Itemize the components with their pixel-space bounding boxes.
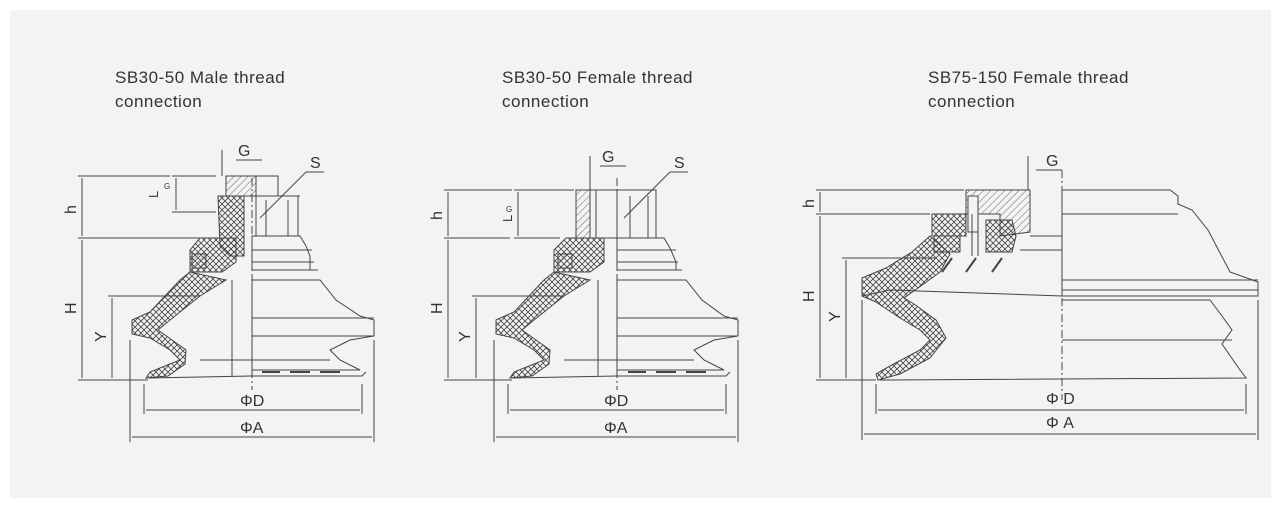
label-H: H (429, 302, 446, 314)
label-S: S (674, 155, 685, 172)
label-Y: Y (827, 311, 844, 322)
label-A: ΦA (604, 420, 628, 437)
label-LG: L (146, 191, 161, 198)
label-h: h (429, 211, 446, 220)
cup-left-section (131, 271, 228, 379)
diagram-male-thread-30-50 (78, 150, 375, 442)
label-A: Φ A (1046, 415, 1074, 432)
label-S: S (310, 155, 321, 172)
label-H: H (63, 302, 80, 314)
cup-left-section (495, 271, 592, 379)
label-Y: Y (93, 331, 110, 342)
o-ring (557, 253, 573, 269)
label-G: G (238, 143, 250, 160)
label-LG: L (500, 215, 515, 222)
o-ring (191, 253, 207, 269)
cup-left-section (861, 235, 951, 381)
label-D: Φ D (1046, 391, 1075, 408)
label-h: h (801, 199, 818, 208)
label-LG-sub: G (164, 182, 170, 191)
label-H: H (801, 290, 818, 302)
diagram-title-female-30-50: SB30-50 Female thread connection (502, 68, 693, 111)
diagram-female-thread-30-50 (444, 156, 739, 442)
label-A: ΦA (240, 420, 264, 437)
label-Y: Y (457, 331, 474, 342)
diagram-title-female-75-150: SB75-150 Female thread connection (928, 68, 1129, 111)
label-D: ΦD (240, 393, 264, 410)
labels-diagram-3: G h H Y Φ D Φ A (801, 153, 1075, 432)
label-h: h (63, 205, 80, 214)
label-LG-sub: G (506, 205, 512, 214)
labels-diagram-2: G S L G h H Y ΦD ΦA (429, 149, 685, 437)
label-D: ΦD (604, 393, 628, 410)
labels-diagram-1: G S L G h H Y ΦD ΦA (63, 143, 321, 437)
label-G: G (602, 149, 614, 166)
diagram-title-male-30-50: SB30-50 Male thread connection (115, 68, 286, 111)
diagram-female-thread-75-150 (816, 156, 1259, 440)
label-G: G (1046, 153, 1058, 170)
cup-right (251, 279, 375, 371)
